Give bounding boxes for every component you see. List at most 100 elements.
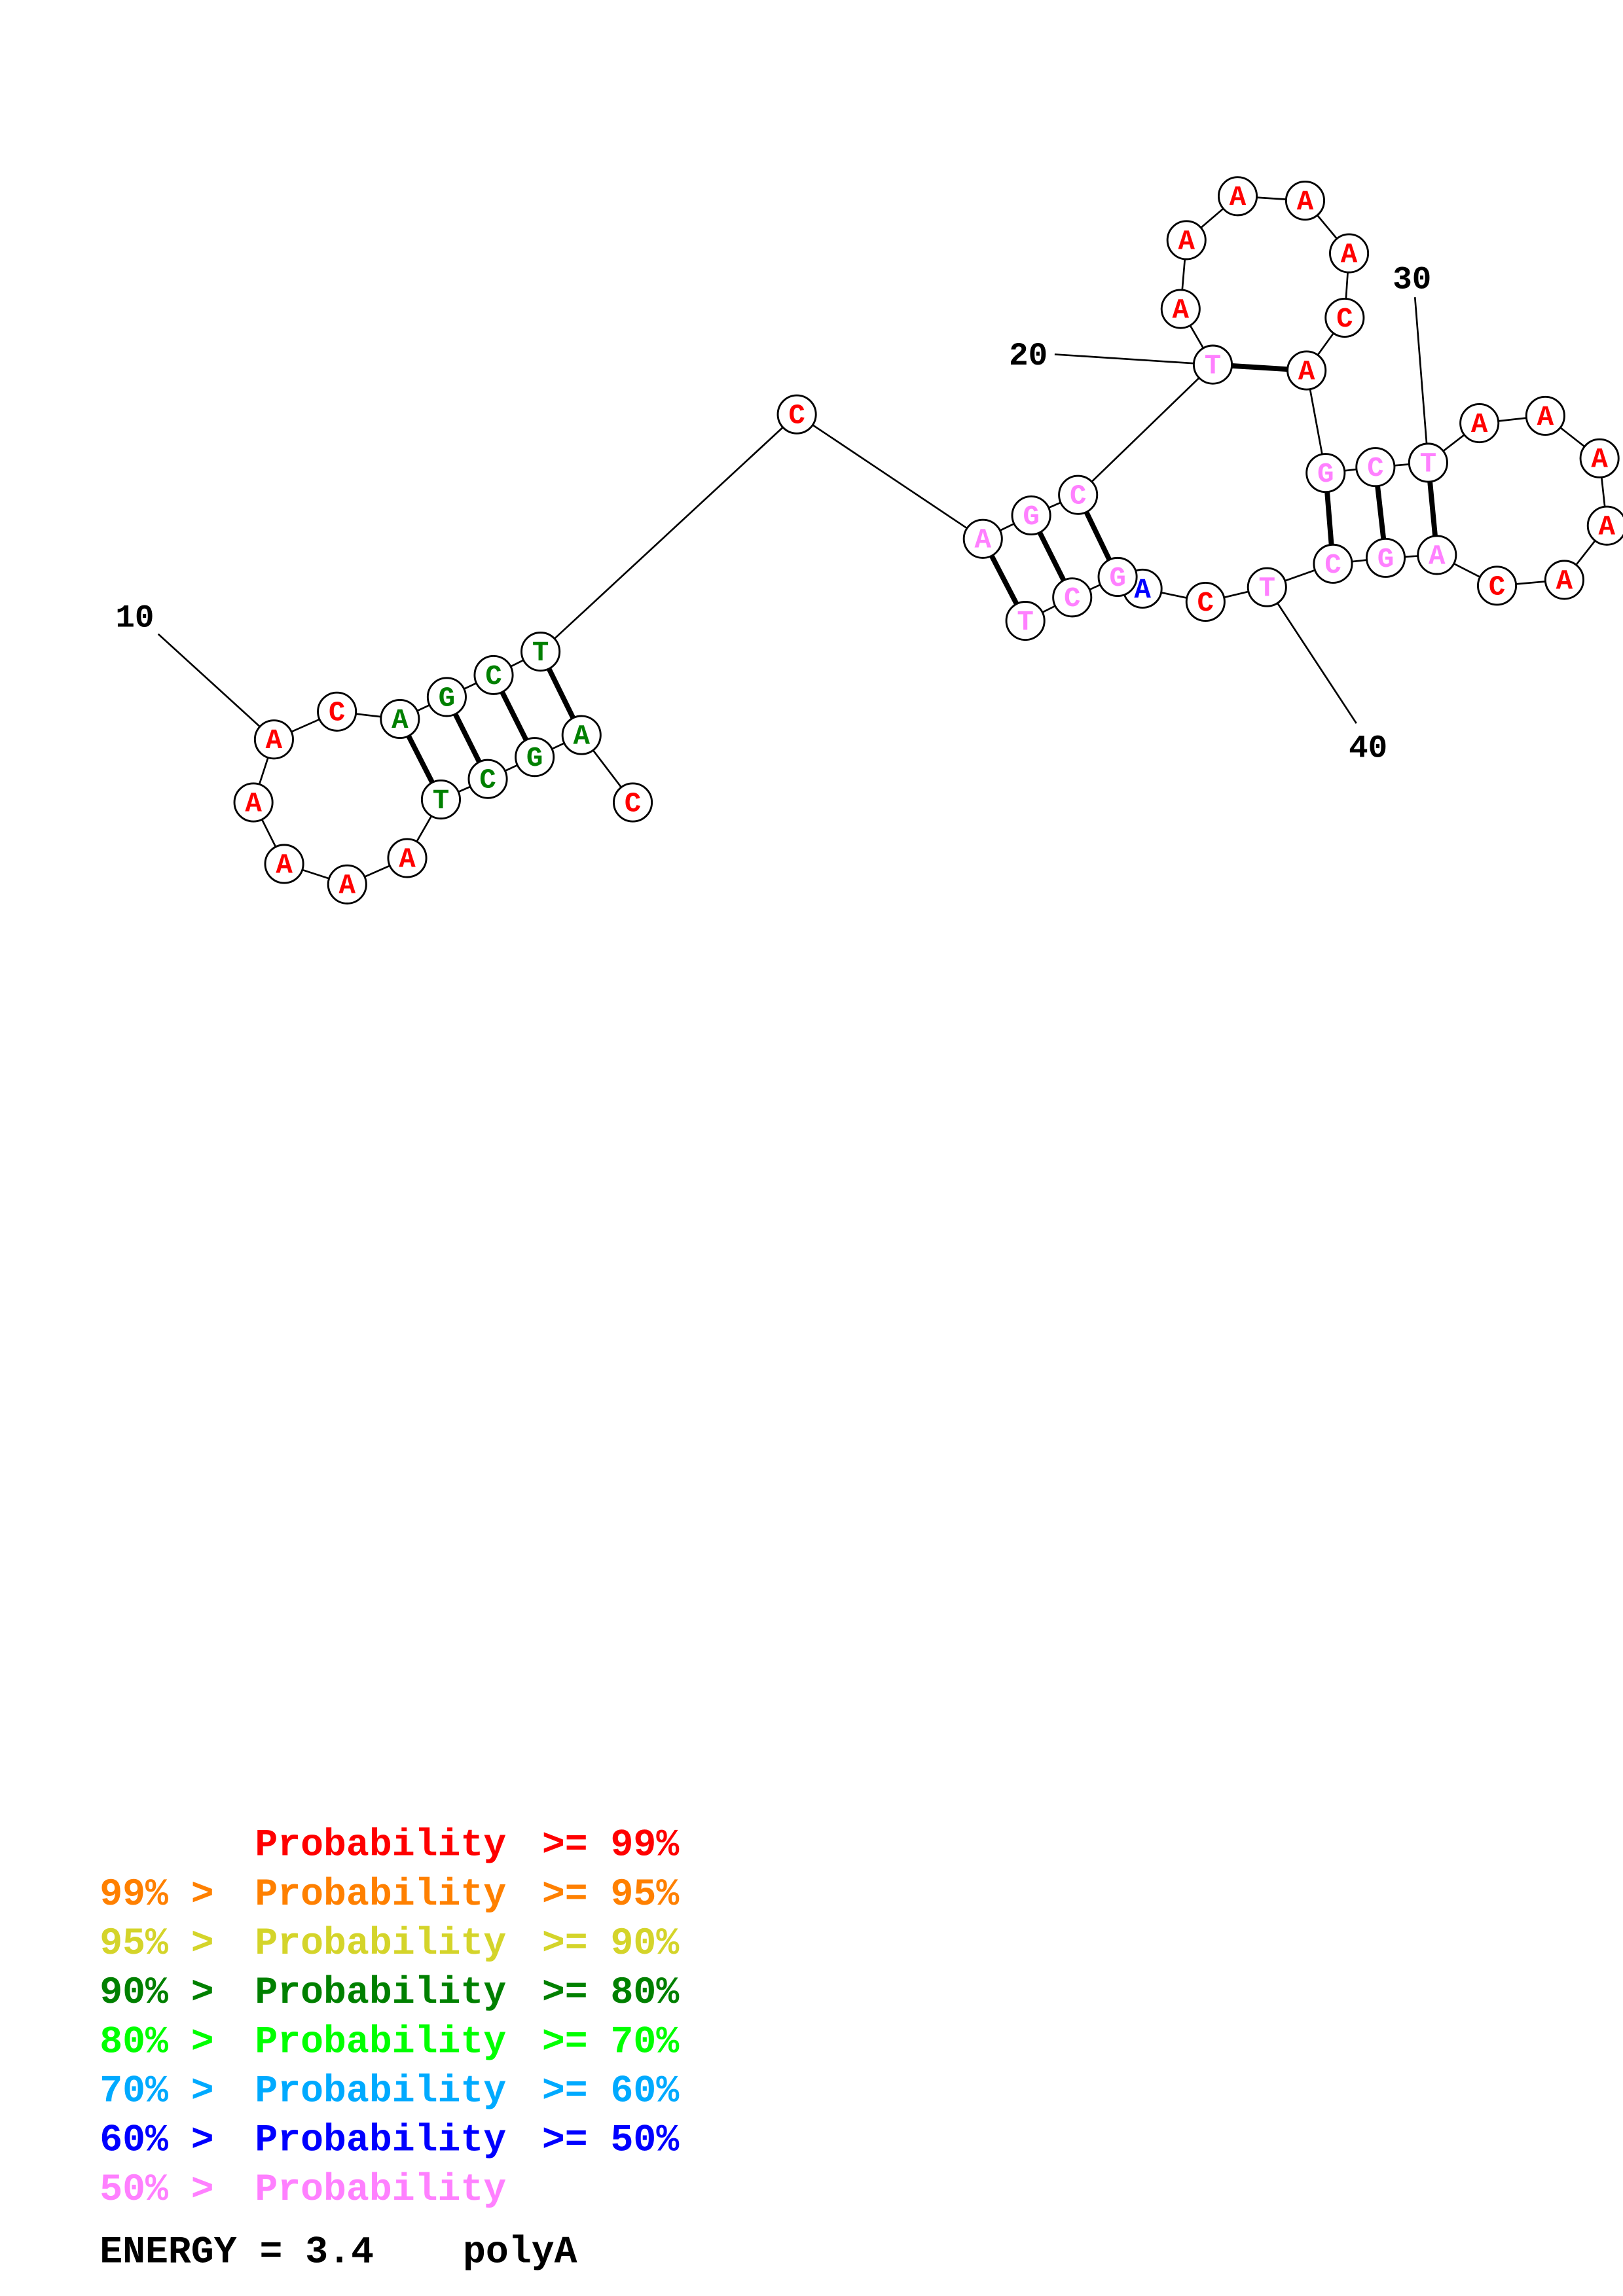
nucleotide: C	[317, 691, 357, 732]
nucleotide-circle	[1579, 438, 1620, 478]
legend-prefix: 80% >	[100, 2021, 214, 2064]
legend-row: Probability>= 99%	[255, 1825, 679, 1867]
nucleotide-circle	[1005, 601, 1046, 641]
nucleotide-circle	[1052, 577, 1093, 618]
nucleotide-letter: A	[1297, 187, 1314, 218]
nucleotide-circle	[613, 782, 653, 823]
nucleotide: A	[1160, 289, 1201, 329]
nucleotide: C	[1324, 297, 1365, 338]
nucleotide: T	[1192, 344, 1233, 385]
position-label-line	[157, 633, 275, 740]
legend-middle: Probability	[255, 2070, 506, 2113]
nucleotide-letter: C	[625, 788, 642, 819]
nucleotide-circle	[1324, 297, 1365, 338]
nucleotide: C	[473, 655, 514, 695]
nucleotide-circle	[1459, 403, 1500, 444]
position-label-line	[1054, 353, 1213, 366]
nucleotide: A	[327, 864, 367, 905]
nucleotide-circle	[1329, 233, 1370, 274]
nucleotide-circle	[1192, 344, 1233, 385]
nucleotide: A	[253, 719, 294, 760]
legend-suffix: >= 60%	[542, 2070, 679, 2113]
nucleotide-letter: C	[1367, 453, 1384, 484]
nucleotide-letter: C	[1489, 571, 1506, 603]
nucleotide-letter: T	[1205, 350, 1222, 382]
nucleotide: C	[467, 759, 508, 799]
nucleotide-letter: T	[1259, 573, 1276, 605]
nucleotide: G	[1011, 495, 1051, 536]
legend-row: 99% >Probability>= 95%	[100, 1874, 679, 1916]
nucleotide: A	[264, 844, 304, 884]
nucleotide-circle	[1305, 453, 1346, 493]
nucleotide-circle	[1097, 556, 1138, 598]
nucleotide-letter: A	[1591, 444, 1608, 476]
nucleotide-letter: A	[1471, 409, 1488, 440]
legend-middle: Probability	[255, 2120, 506, 2162]
nucleotide-letter: A	[1341, 239, 1358, 270]
nucleotide-circle	[1286, 350, 1327, 391]
nucleotide-letter: C	[788, 401, 805, 432]
nucleotide-circle	[1217, 176, 1258, 217]
nucleotide-circle	[1365, 537, 1406, 578]
nucleotide-circle	[1160, 289, 1201, 329]
position-label: 20	[1009, 338, 1048, 374]
backbone-link	[1077, 364, 1214, 496]
nucleotide: C	[1052, 577, 1093, 618]
legend-middle: Probability	[255, 1923, 506, 1965]
nucleotide-circle	[253, 719, 294, 760]
nucleotide-circle	[1011, 495, 1051, 536]
nucleotide-letter: G	[1317, 459, 1334, 490]
legend-prefix: 60% >	[100, 2120, 214, 2162]
nucleotide-letter: A	[1173, 295, 1190, 326]
nucleotide-letter: A	[276, 850, 293, 881]
nucleotide-circle	[1408, 442, 1448, 483]
nucleotide-circle	[1355, 447, 1396, 488]
nucleotide: A	[561, 715, 602, 755]
energy-value: ENERGY = 3.4	[100, 2232, 374, 2274]
nucleotide-circle	[1525, 395, 1565, 436]
legend-middle: Probability	[255, 1972, 506, 2015]
nucleotide: A	[1417, 535, 1457, 575]
nucleotide-circle	[1417, 535, 1457, 575]
nucleotide-letter: A	[392, 705, 409, 736]
nucleotide: A	[1579, 438, 1620, 478]
nucleotide: A	[1544, 560, 1584, 600]
nucleotide-letter: C	[1064, 583, 1081, 615]
backbone	[252, 195, 1608, 886]
nucleotide: A	[1166, 220, 1207, 260]
position-label: 30	[1393, 262, 1431, 298]
nucleotide: A	[1459, 403, 1500, 444]
nucleotide-letter: G	[1109, 563, 1126, 594]
nucleotide-letter: C	[329, 698, 346, 729]
nucleotide-letter: C	[1324, 550, 1341, 581]
legend-middle: Probability	[255, 2169, 506, 2212]
nucleotide-letter: A	[1537, 402, 1554, 433]
legend-middle: Probability	[255, 2021, 506, 2064]
nucleotide: A	[1217, 176, 1258, 217]
nucleotide-letter: T	[433, 785, 450, 817]
position-label: 40	[1349, 730, 1387, 767]
nucleotide-circle	[1544, 560, 1584, 600]
nucleotide-letter: C	[479, 765, 496, 797]
legend-row: 70% > Probability >= 60%	[100, 2070, 679, 2113]
nucleotide-circle	[1586, 505, 1623, 546]
legend-middle: Probability	[255, 1825, 506, 1867]
legend-suffix: >= 70%	[542, 2021, 679, 2064]
nucleotide-circle	[426, 677, 467, 717]
nucleotide-circle	[317, 691, 357, 732]
nucleotide-circle	[467, 759, 508, 799]
legend-row: 90% >Probability>= 80%	[100, 1972, 679, 2015]
nucleotide-circle	[1285, 180, 1325, 221]
nucleotide-letter: A	[1178, 226, 1195, 257]
backbone-link	[796, 414, 984, 540]
nucleotide-letter: A	[1429, 541, 1446, 572]
nucleotide-letter: G	[439, 683, 456, 714]
legend-row: 95% >Probability>= 90%	[100, 1923, 679, 1965]
nucleotide-circle	[380, 698, 420, 740]
nucleotide-circle	[387, 838, 428, 878]
legend-prefix: 70% >	[100, 2070, 214, 2113]
backbone-link	[539, 414, 798, 653]
legend-prefix: 90% >	[100, 1972, 214, 2015]
